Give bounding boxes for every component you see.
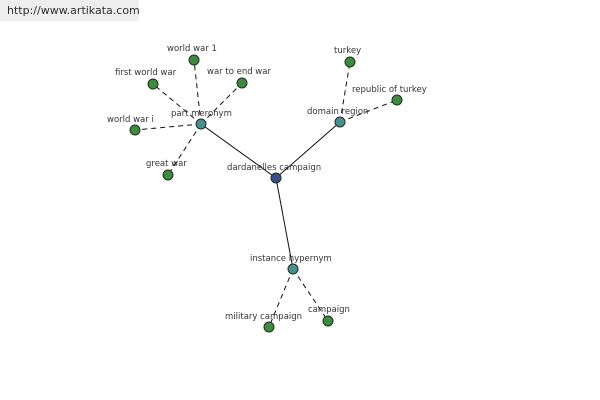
label-domain-region[interactable]: domain region xyxy=(307,107,368,117)
label-campaign[interactable]: campaign xyxy=(308,305,350,315)
edge-part-meronym-to-world-war-i xyxy=(134,123,202,131)
label-world-war-1[interactable]: world war 1 xyxy=(167,44,217,54)
edge-center-to-instance-hypernym xyxy=(275,177,294,270)
graph-edges xyxy=(134,59,398,328)
edge-part-meronym-to-great-war xyxy=(167,123,202,176)
label-instance-hypernym[interactable]: instance hypernym xyxy=(250,254,332,264)
node-center[interactable] xyxy=(270,172,282,184)
label-military-campaign[interactable]: military campaign xyxy=(225,312,302,322)
graph-labels: dardanelles campaign part meronym domain r… xyxy=(107,44,427,322)
edge-domain-region-to-turkey xyxy=(339,61,351,123)
url-bar: http://www.artikata.com xyxy=(0,0,140,21)
graph-nodes xyxy=(129,54,403,333)
label-first-world-war[interactable]: first world war xyxy=(115,68,177,78)
label-part-meronym[interactable]: part meronym xyxy=(171,109,232,119)
edge-instance-hypernym-to-campaign xyxy=(292,268,329,322)
label-turkey[interactable]: turkey xyxy=(334,46,361,56)
node-world-war-i[interactable] xyxy=(129,124,141,136)
node-turkey[interactable] xyxy=(344,56,356,68)
label-war-to-end-war[interactable]: war to end war xyxy=(207,67,271,77)
node-military-campaign[interactable] xyxy=(263,321,275,333)
label-world-war-i[interactable]: world war i xyxy=(107,115,154,125)
node-campaign[interactable] xyxy=(322,315,334,327)
label-republic-of-turkey[interactable]: republic of turkey xyxy=(352,85,427,95)
label-great-war[interactable]: great war xyxy=(146,159,187,169)
edge-center-to-domain-region xyxy=(275,121,341,179)
node-domain-region[interactable] xyxy=(334,116,346,128)
node-world-war-1[interactable] xyxy=(188,54,200,66)
label-center[interactable]: dardanelles campaign xyxy=(227,163,321,173)
edge-part-meronym-to-war-to-end-war xyxy=(200,82,243,125)
site-url[interactable]: http://www.artikata.com xyxy=(7,4,140,17)
node-republic-of-turkey[interactable] xyxy=(391,94,403,106)
node-war-to-end-war[interactable] xyxy=(236,77,248,89)
edge-part-meronym-to-first-world-war xyxy=(152,83,202,125)
edge-center-to-part-meronym xyxy=(200,123,277,179)
node-instance-hypernym[interactable] xyxy=(287,263,299,275)
edge-part-meronym-to-world-war-1 xyxy=(193,59,202,125)
node-part-meronym[interactable] xyxy=(195,118,207,130)
edge-instance-hypernym-to-military-campaign xyxy=(268,268,294,328)
node-great-war[interactable] xyxy=(162,169,174,181)
node-first-world-war[interactable] xyxy=(147,78,159,90)
edge-domain-region-to-republic-of-turkey xyxy=(339,99,398,123)
